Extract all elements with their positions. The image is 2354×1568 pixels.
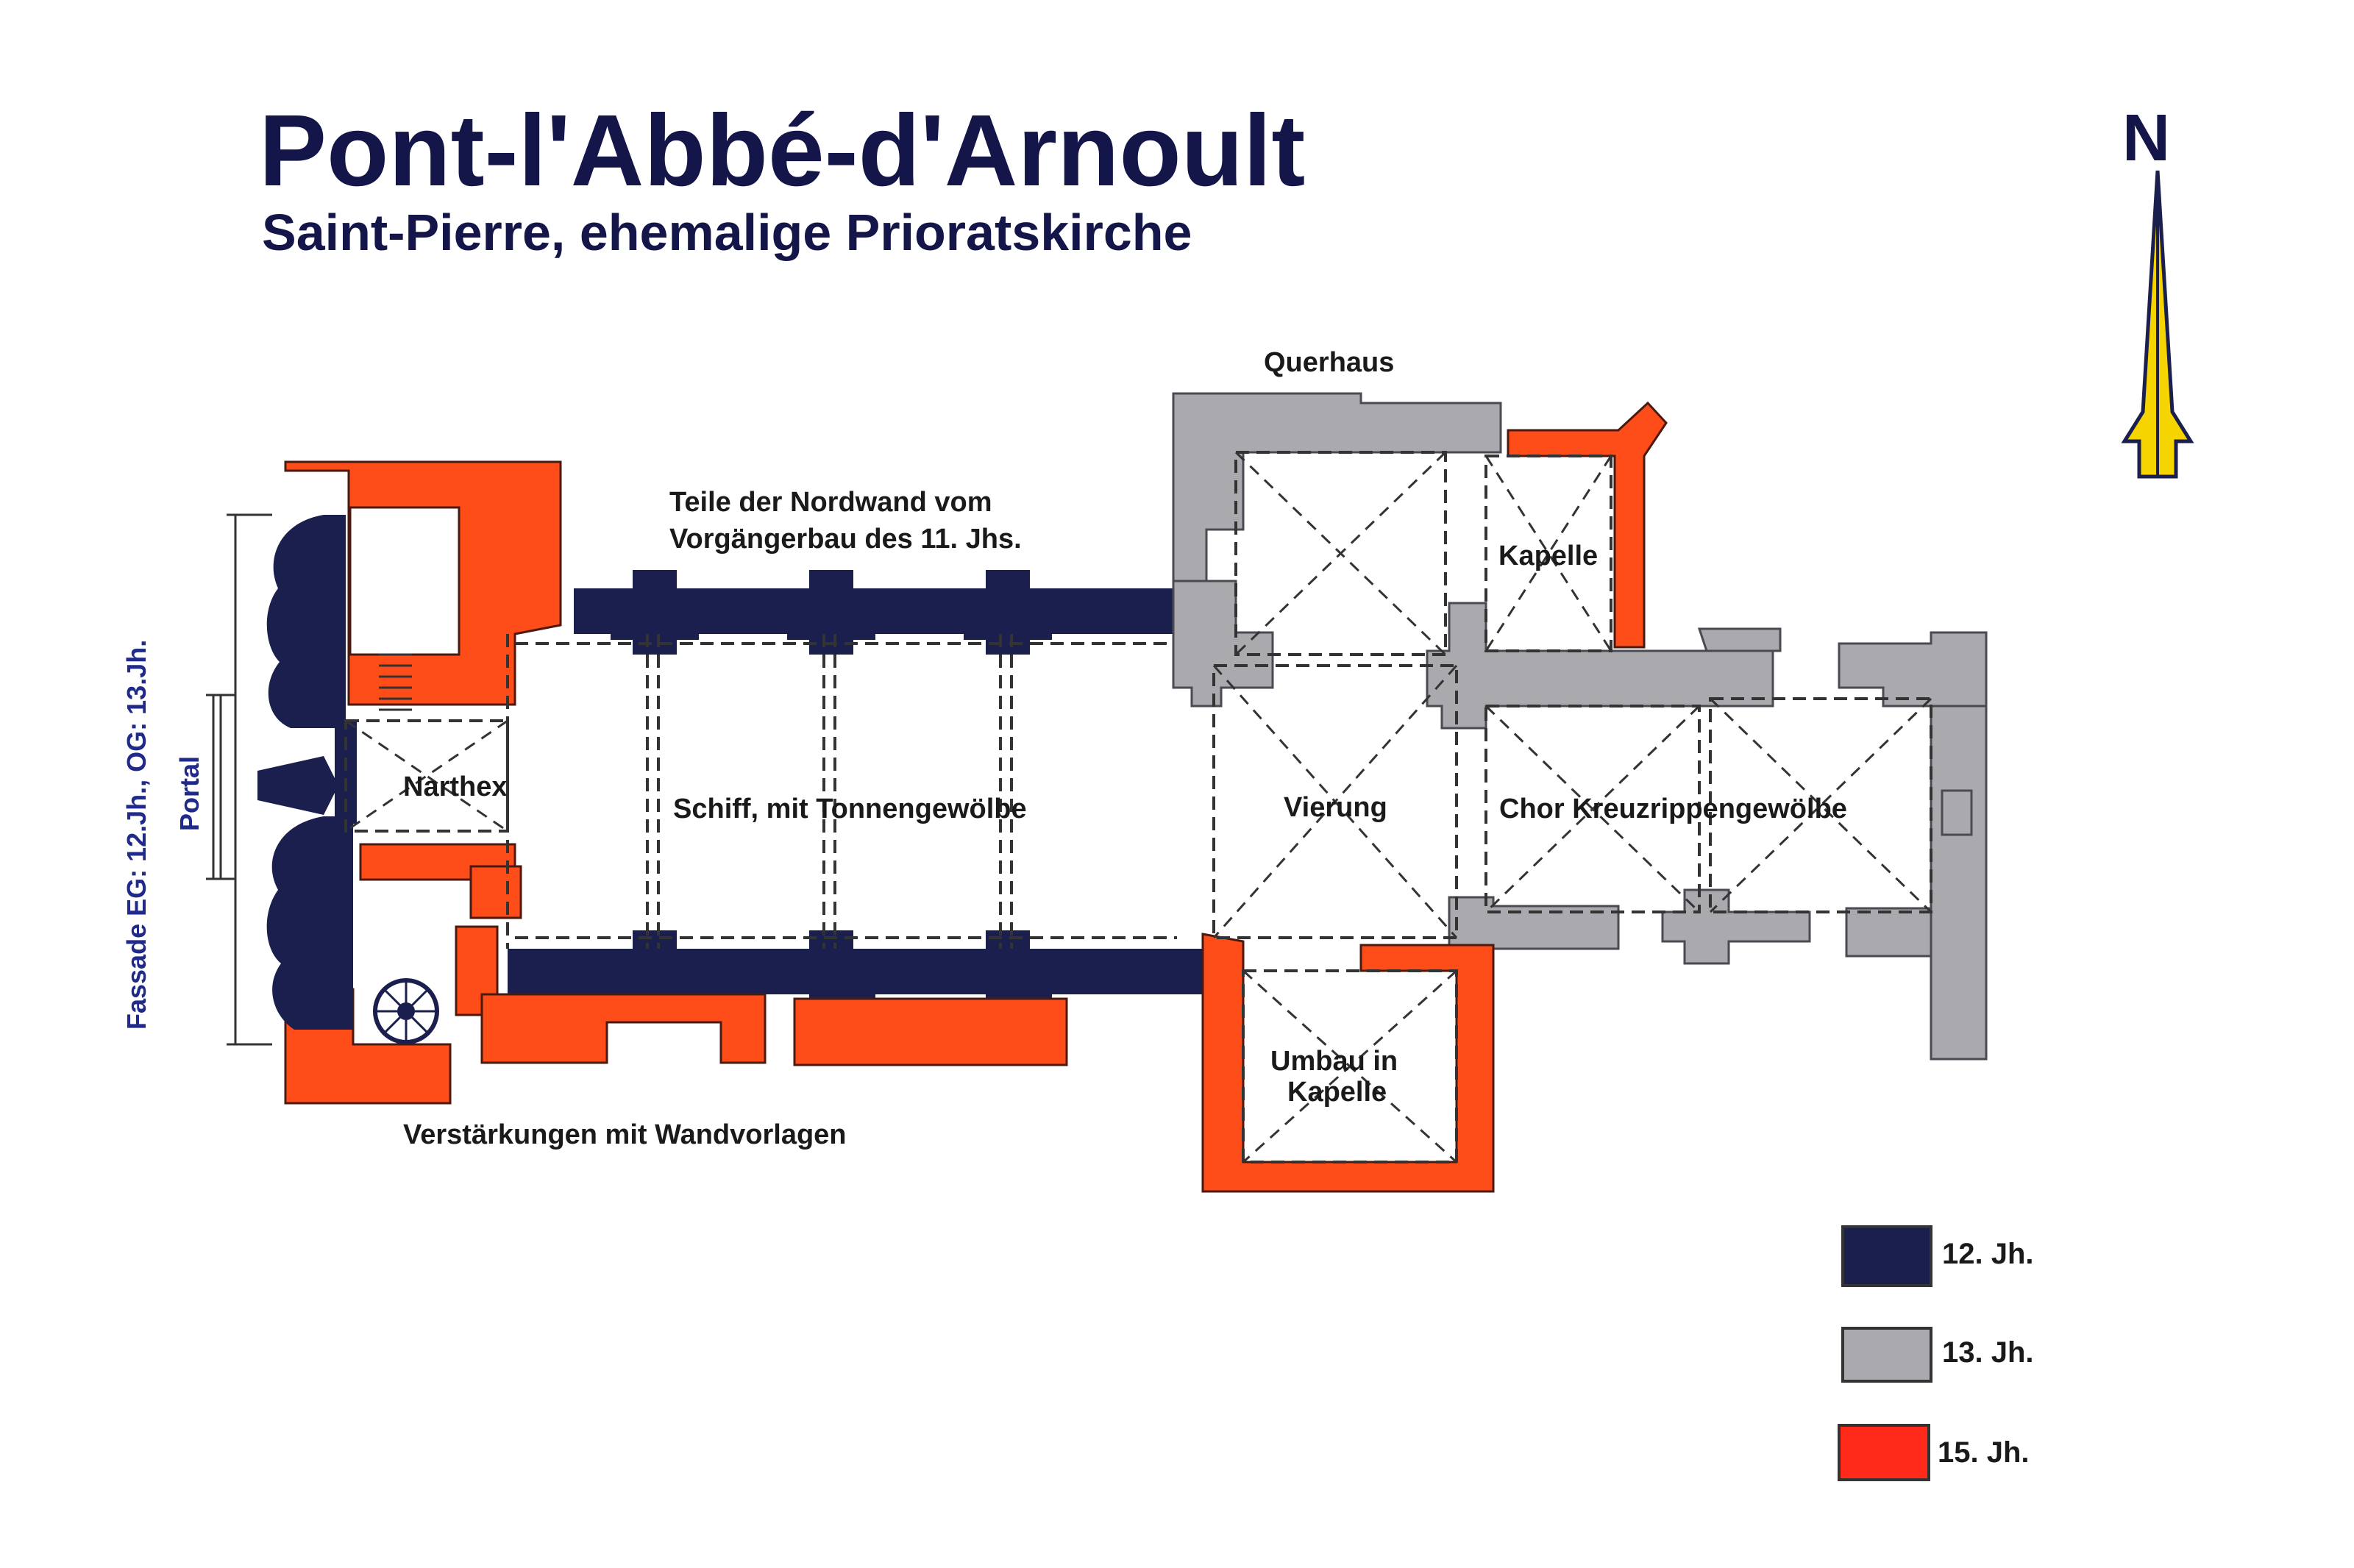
crossing-vaults <box>1212 451 1932 1163</box>
label-nordwand-1: Teile der Nordwand vom <box>669 487 992 518</box>
spiral-stair-icon <box>373 978 439 1044</box>
label-vierung: Vierung <box>1284 792 1387 823</box>
label-querhaus: Querhaus <box>1264 347 1394 378</box>
facade-tower-15c <box>284 460 562 1105</box>
plan-drawing <box>257 392 1988 1193</box>
label-fassade: Fassade EG: 12.Jh., OG: 13.Jh. <box>121 640 152 1030</box>
legend: 12. Jh. 13. Jh. 15. Jh. <box>1838 1225 2034 1481</box>
label-nordwand-2: Vorgängerbau des 11. Jhs. <box>669 524 1022 555</box>
nave-vaults <box>344 634 1177 949</box>
legend-label-12c: 12. Jh. <box>1942 1238 2034 1270</box>
tower-stair <box>379 653 412 711</box>
legend-swatch-13c <box>1841 1327 1932 1383</box>
page-subtitle: Saint-Pierre, ehemalige Prioratskirche <box>262 204 1192 261</box>
legend-label-15c: 15. Jh. <box>1938 1436 2030 1469</box>
page-title: Pont-l'Abbé-d'Arnoult <box>259 94 1305 207</box>
label-narthex: Narthex <box>403 771 508 802</box>
portal-arrow-icon <box>259 765 327 809</box>
label-schiff: Schiff, mit Tonnengewölbe <box>673 794 1027 824</box>
label-verstaerkungen: Verstärkungen mit Wandvorlagen <box>403 1119 847 1150</box>
label-kapelle-north: Kapelle <box>1498 541 1598 571</box>
north-arrow-icon: N <box>2121 101 2194 479</box>
legend-swatch-12c <box>1841 1225 1932 1287</box>
label-chor: Chor Kreuzrippengewölbe <box>1499 794 1847 824</box>
legend-label-13c: 13. Jh. <box>1942 1336 2034 1369</box>
nave-north-wall-12c <box>574 570 1184 655</box>
label-umbau-1: Umbau in <box>1270 1046 1398 1077</box>
legend-item-12c: 12. Jh. <box>1841 1225 2034 1287</box>
nave-south-wall-12c <box>508 930 1206 1000</box>
legend-item-13c: 13. Jh. <box>1841 1327 2034 1383</box>
north-label: N <box>2122 101 2170 175</box>
label-umbau-2: Kapelle <box>1287 1077 1387 1108</box>
legend-swatch-15c <box>1838 1424 1930 1481</box>
transept-13c <box>1172 392 1988 1061</box>
label-portal: Portal <box>174 756 205 831</box>
facade-buttresses-12c <box>257 515 357 1030</box>
facade-dimension-lines <box>206 513 272 1046</box>
nave-south-reinforcement-15c <box>480 993 1068 1066</box>
legend-item-15c: 15. Jh. <box>1838 1424 2030 1481</box>
